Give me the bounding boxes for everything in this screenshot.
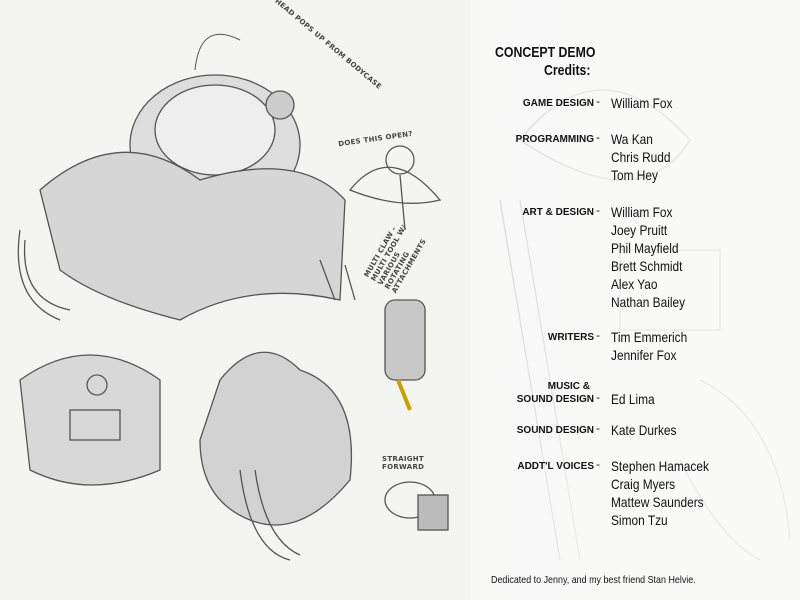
credit-name: Ed Lima <box>611 391 655 407</box>
separator: - <box>596 457 600 471</box>
credit-role: WRITERS <box>547 332 594 343</box>
credit-role: GAME DESIGN <box>522 98 594 109</box>
credit-names: Kate Durkes <box>611 421 676 439</box>
credit-names: Tim Emmerich Jennifer Fox <box>611 328 687 364</box>
credit-name: Kate Durkes <box>611 422 677 438</box>
credit-name: Nathan Bailey <box>611 294 686 310</box>
separator: - <box>596 203 600 217</box>
separator: - <box>596 328 600 342</box>
credit-name: Tim Emmerich <box>611 329 688 345</box>
credit-names: William Fox Joey Pruitt Phil Mayfield Br… <box>611 203 685 311</box>
credit-name: Craig Myers <box>611 476 676 492</box>
credit-role: SOUND DESIGN <box>516 394 594 405</box>
separator: - <box>596 130 600 144</box>
credit-name: Joey Pruitt <box>611 222 668 238</box>
credit-role: ART & DESIGN <box>522 207 594 218</box>
credit-role: SOUND DESIGN <box>516 425 594 436</box>
credit-name: William Fox <box>611 204 673 220</box>
credit-names: Stephen Hamacek Craig Myers Mattew Saund… <box>611 457 709 529</box>
sketch-note-straight: STRAIGHT FORWARD <box>382 455 425 471</box>
credit-role-line1: MUSIC & <box>547 381 590 392</box>
credit-name: Wa Kan <box>611 131 653 147</box>
credits-panel-overlay <box>470 0 800 600</box>
credit-name: Jennifer Fox <box>611 347 677 363</box>
separator: - <box>596 421 600 435</box>
separator: - <box>596 94 600 108</box>
credit-name: Chris Rudd <box>611 149 671 165</box>
credits-title: CONCEPT DEMO <box>495 44 596 61</box>
credit-name: Stephen Hamacek <box>611 458 709 474</box>
credit-name: William Fox <box>611 95 673 111</box>
credits-subtitle: Credits: <box>544 62 591 79</box>
credit-name: Simon Tzu <box>611 512 668 528</box>
credit-role: ADDT'L VOICES <box>517 461 594 472</box>
credit-role: PROGRAMMING <box>515 134 594 145</box>
credit-names: William Fox <box>611 94 672 112</box>
dedication-text: Dedicated to Jenny, and my best friend S… <box>491 574 696 586</box>
credit-name: Brett Schmidt <box>611 258 683 274</box>
separator: - <box>596 390 600 404</box>
credit-names: Wa Kan Chris Rudd Tom Hey <box>611 130 671 184</box>
credit-names: Ed Lima <box>611 390 655 408</box>
credit-name: Tom Hey <box>611 167 658 183</box>
credit-name: Alex Yao <box>611 276 658 292</box>
credit-name: Phil Mayfield <box>611 240 679 256</box>
credit-name: Mattew Saunders <box>611 494 704 510</box>
